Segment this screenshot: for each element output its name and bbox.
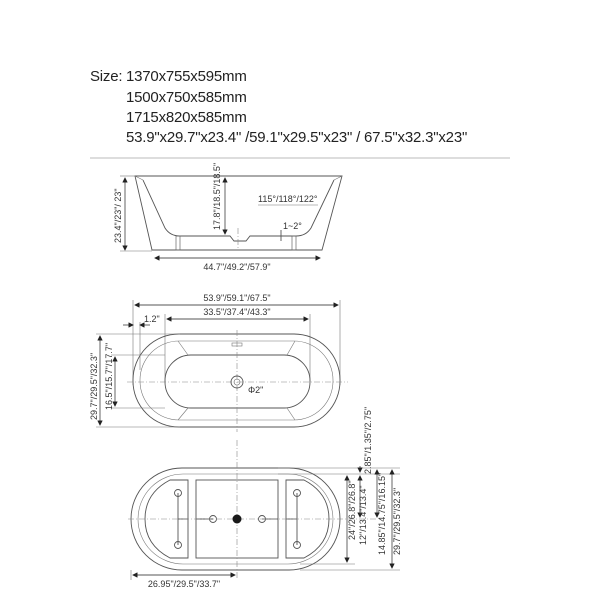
drain-diameter-label: Φ2" <box>248 385 263 395</box>
side-depth-label: 17.8"/18.5"/18.5" <box>212 163 222 230</box>
top-overall-length-label: 53.9"/59.1"/67.5" <box>203 293 270 303</box>
top-view: 53.9"/59.1"/67.5" 33.5"/37.4"/43.3" 1.2"… <box>89 293 348 432</box>
side-view: 23.4"/23"/ 23" 17.8"/18.5"/18.5" 115°/11… <box>113 163 343 272</box>
size-line-3: 1715x820x585mm <box>126 109 247 126</box>
top-inner-width-label: 16.5"/15.7"/17.7" <box>104 343 114 410</box>
top-rim-label: 1.2" <box>144 314 160 324</box>
side-height-label: 23.4"/23"/ 23" <box>113 188 123 243</box>
side-angle-label: 115°/118°/122° <box>258 194 318 204</box>
size-line-4: 53.9"x29.7"x23.4" /59.1"x29.5"x23" / 67.… <box>126 129 468 146</box>
bottom-offset-label: 2.85"/1.35"/2.75" <box>363 407 373 474</box>
bottom-overall-width-label: 29.7"/29.5"/32.3" <box>392 488 402 555</box>
bottom-half-base-label: 12"/13.4"/13.4" <box>358 485 368 545</box>
bottom-half-width-label: 14.85"/14.75"/16.15" <box>377 473 387 555</box>
side-length-label: 44.7"/49.2"/57.9" <box>203 262 270 272</box>
size-line-2: 1500x750x585mm <box>126 89 247 106</box>
size-line-1: 1370x755x595mm <box>126 68 247 85</box>
size-label: Size: <box>90 68 123 85</box>
top-overall-width-label: 29.7"/29.5"/32.3" <box>89 353 99 420</box>
bottom-base-width-label: 24"/26.8"/26.8" <box>347 480 357 540</box>
side-slope-label: 1~2° <box>283 221 302 231</box>
top-inner-length-label: 33.5"/37.4"/43.3" <box>203 307 270 317</box>
bottom-view: 26.95"/29.5"/33.7" 24"/26.8"/26.8" 12"/1… <box>128 407 402 589</box>
bottom-half-length-label: 26.95"/29.5"/33.7" <box>148 579 220 589</box>
